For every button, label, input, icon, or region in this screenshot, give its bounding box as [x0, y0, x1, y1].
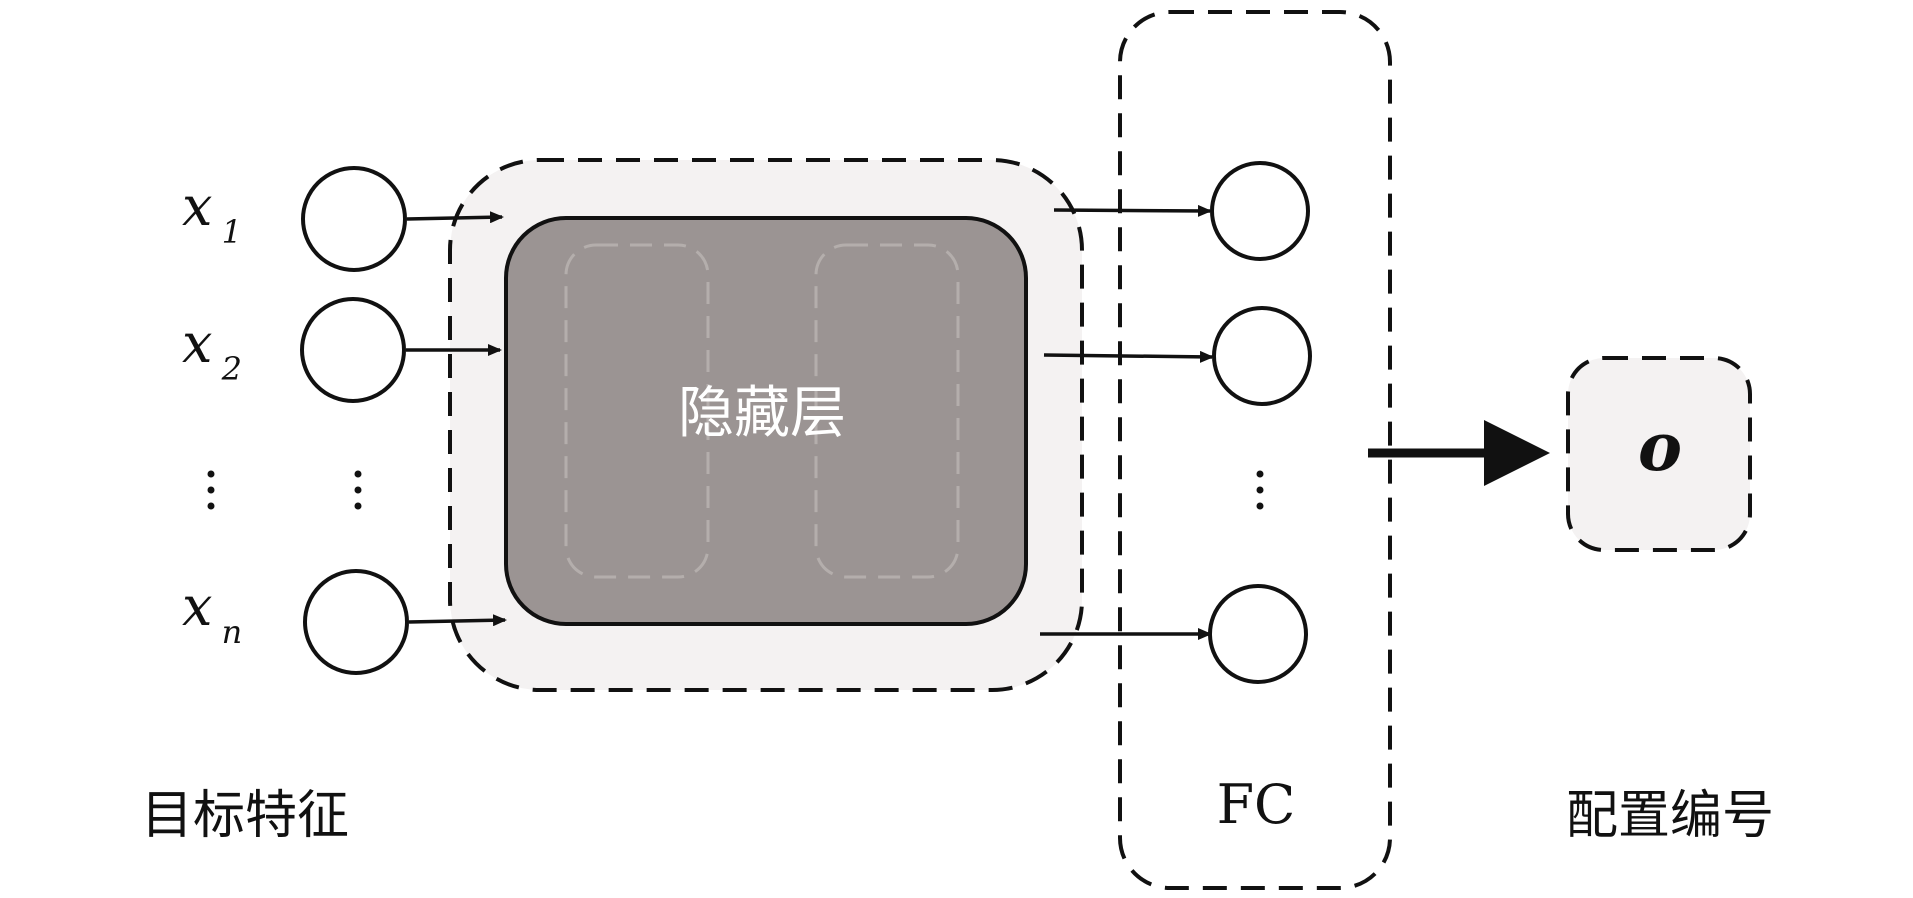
fc-node-2	[1212, 306, 1312, 406]
output-label: o	[1638, 408, 1682, 486]
input-label-2: x 2	[182, 312, 242, 388]
fc-node-ellipsis	[1256, 470, 1264, 510]
input-caption: 目标特征	[141, 786, 349, 846]
input-arrow-n	[408, 614, 507, 627]
hidden-layer-box	[504, 216, 1028, 626]
output-box	[1566, 356, 1752, 552]
hidden-layer-inner-column-2	[814, 243, 960, 579]
fc-arrow-1	[1053, 204, 1212, 217]
fc-node-1	[1210, 161, 1310, 261]
fc-node-n	[1208, 584, 1308, 684]
input-node-1	[301, 166, 407, 272]
fc-arrow-2	[1043, 350, 1214, 363]
hidden-layer-inner-column-1	[564, 243, 710, 579]
hidden-layer-label: 隐藏层	[678, 381, 846, 446]
input-label-n: x n	[182, 575, 242, 651]
fc-layer-box	[1118, 10, 1392, 890]
input-node-n	[303, 569, 409, 675]
input-label-ellipsis	[207, 470, 215, 510]
input-node-2	[300, 297, 406, 403]
fc-caption: FC	[1217, 773, 1296, 836]
output-arrow-head	[1484, 420, 1550, 486]
input-arrow-1	[406, 211, 504, 224]
input-node-ellipsis	[354, 470, 362, 510]
output-caption: 配置编号	[1566, 786, 1774, 846]
input-label-1: x 1	[182, 175, 242, 251]
